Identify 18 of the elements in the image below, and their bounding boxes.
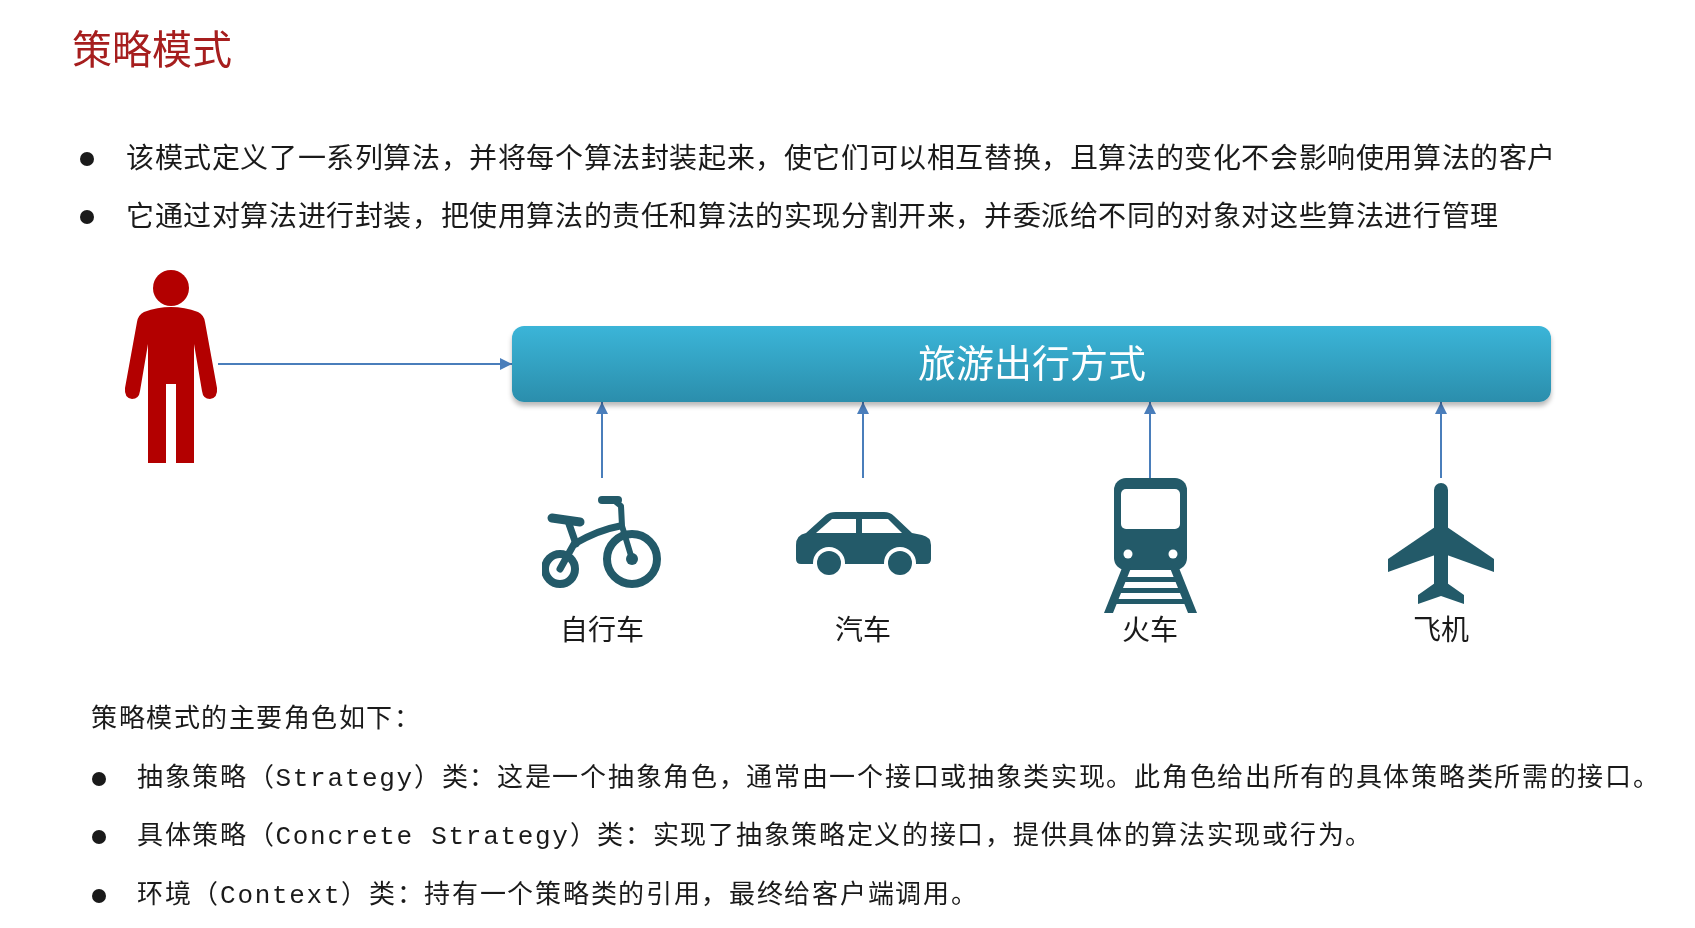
intro-text: 策略模式的主要角色如下：: [91, 703, 421, 737]
arrow: [1435, 401, 1447, 479]
arrow: [217, 358, 513, 370]
arrow: [596, 401, 608, 479]
person-icon: [124, 270, 218, 463]
slide-title: 策略模式: [72, 26, 232, 74]
bullet-text: 具体策略（Concrete Strategy）类：实现了抽象策略定义的接口，提供具体的算法实现或行为。: [137, 820, 1373, 854]
bullet-text: 它通过对算法进行封装，把使用算法的责任和算法的实现分割开来，并委派给不同的对象对这些算法进行管理: [126, 199, 1499, 235]
arrow: [1144, 401, 1156, 479]
icon-caption: 汽车: [834, 614, 892, 648]
icon-caption: 自行车: [559, 614, 645, 648]
bullet-text: 环境（Context）类：持有一个策略类的引用，最终给客户端调用。: [137, 879, 979, 913]
bullet-text: 该模式定义了一系列算法，并将每个算法封装起来，使它们可以相互替换，且算法的变化不会影响使用算法的客户: [126, 141, 1556, 177]
icon-caption: 火车: [1121, 614, 1179, 648]
arrow: [857, 401, 869, 479]
icon-caption: 飞机: [1412, 614, 1470, 648]
heading-banner: 旅游出行方式: [512, 326, 1551, 402]
bullet-text: 抽象策略（Strategy）类：这是一个抽象角色，通常由一个接口或抽象类实现。此角色给出所有的具体策略类所需的接口。: [137, 762, 1661, 796]
